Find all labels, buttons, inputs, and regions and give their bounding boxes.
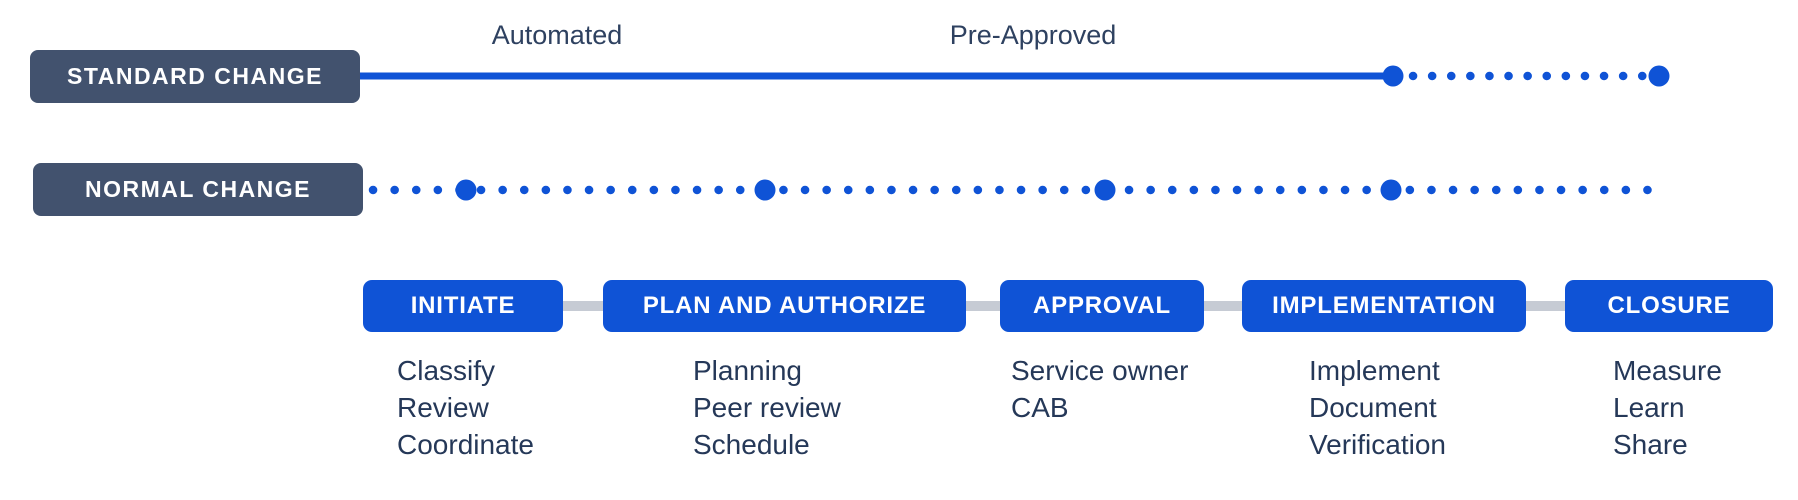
automated-label: Automated bbox=[491, 20, 623, 50]
activity-item: Classify bbox=[397, 355, 496, 386]
stage-box-plan-and-authorize: PLAN AND AUTHORIZE bbox=[603, 280, 966, 332]
activity-item: Review bbox=[397, 392, 489, 423]
normal-track-milestone-dot-approval bbox=[1094, 179, 1116, 201]
normal-change-badge: NORMAL CHANGE bbox=[33, 163, 363, 216]
stage-box-implementation: IMPLEMENTATION bbox=[1242, 280, 1526, 332]
normal-track-milestone-dot-initiate bbox=[455, 179, 477, 201]
standard-track-end-dot bbox=[1648, 65, 1670, 87]
activity-list-plan-and-authorize: Planning Peer review Schedule bbox=[693, 352, 841, 463]
activity-item: Verification bbox=[1309, 429, 1446, 460]
activity-item: CAB bbox=[1011, 392, 1069, 423]
activity-item: Learn bbox=[1613, 392, 1685, 423]
normal-track-milestone-dot-implementation bbox=[1380, 179, 1402, 201]
activity-item: Schedule bbox=[693, 429, 810, 460]
activity-list-initiate: Classify Review Coordinate bbox=[397, 352, 534, 463]
activity-item: Document bbox=[1309, 392, 1437, 423]
activity-item: Coordinate bbox=[397, 429, 534, 460]
standard-track-milestone-dot bbox=[1382, 65, 1404, 87]
activity-list-approval: Service owner CAB bbox=[1011, 352, 1188, 426]
activity-item: Measure bbox=[1613, 355, 1722, 386]
activity-list-closure: Measure Learn Share bbox=[1613, 352, 1722, 463]
activity-item: Share bbox=[1613, 429, 1688, 460]
normal-track-milestone-dot-plan bbox=[754, 179, 776, 201]
stage-box-closure: CLOSURE bbox=[1565, 280, 1773, 332]
stage-box-initiate: INITIATE bbox=[363, 280, 563, 332]
activity-list-implementation: Implement Document Verification bbox=[1309, 352, 1446, 463]
stage-box-approval: APPROVAL bbox=[1000, 280, 1204, 332]
activity-item: Implement bbox=[1309, 355, 1440, 386]
pre-approved-label: Pre-Approved bbox=[949, 20, 1117, 50]
standard-change-badge: STANDARD CHANGE bbox=[30, 50, 360, 103]
activity-item: Planning bbox=[693, 355, 802, 386]
activity-item: Service owner bbox=[1011, 355, 1189, 386]
activity-item: Peer review bbox=[693, 392, 841, 423]
